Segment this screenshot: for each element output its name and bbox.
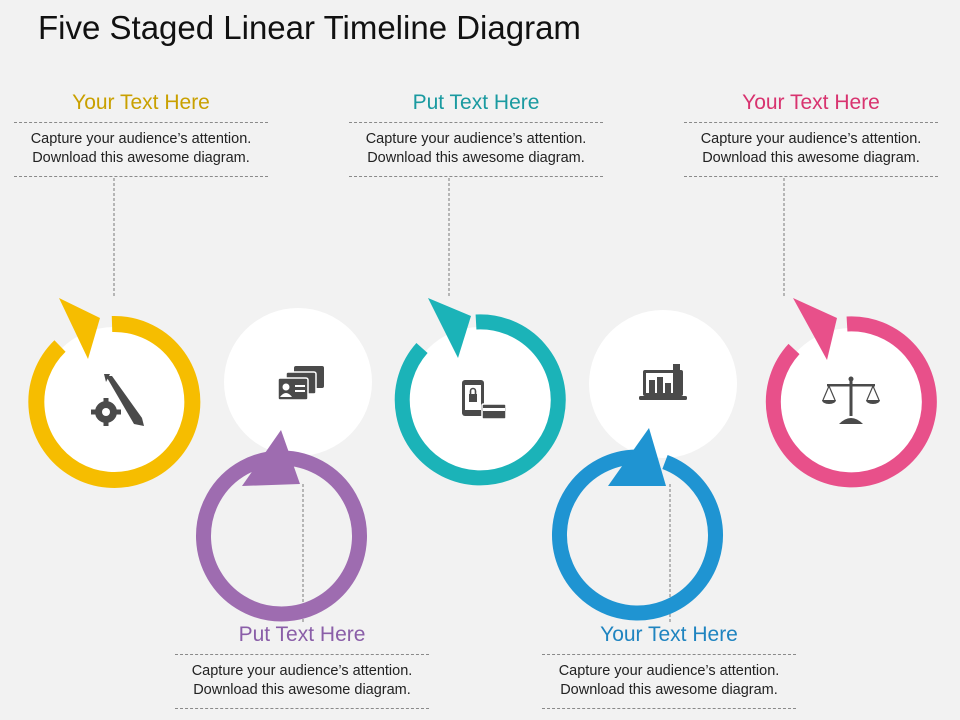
callout-body: Capture your audience’s attention. Downl… (14, 122, 268, 177)
callout-line: Download this awesome diagram. (193, 682, 411, 698)
stage-3 (394, 298, 566, 486)
bar-chart-laptop-icon (639, 364, 687, 400)
stage-3-arrowhead (428, 298, 471, 358)
callout-line: Capture your audience’s attention. (700, 131, 922, 147)
callout-body: Capture your audience’s attention. Downl… (349, 122, 603, 177)
callout-line: Download this awesome diagram. (32, 150, 250, 166)
stage-2 (196, 308, 372, 622)
callout-body: Capture your audience’s attention. Downl… (684, 122, 938, 177)
stage-1-arrowhead (59, 298, 100, 359)
callout-line: Capture your audience’s attention. (30, 131, 252, 147)
stage-4-arrowhead (608, 428, 666, 486)
callout-body: Capture your audience’s attention. Downl… (542, 654, 796, 709)
callout-stage-1: Your Text Here Capture your audience’s a… (14, 90, 268, 177)
stage-3-ring (394, 314, 566, 486)
callout-line: Download this awesome diagram. (560, 682, 778, 698)
stage-2-ring (196, 450, 367, 622)
callout-stage-5: Your Text Here Capture your audience’s a… (684, 90, 938, 177)
callout-heading: Your Text Here (72, 91, 210, 114)
callout-stage-4: Your Text Here Capture your audience’s a… (542, 622, 796, 709)
stage-1-disc (39, 327, 189, 477)
callout-stage-3: Put Text Here Capture your audience’s at… (349, 90, 603, 177)
stage-5-ring (765, 316, 937, 488)
callout-heading: Put Text Here (238, 623, 366, 646)
callout-heading: Put Text Here (412, 91, 540, 114)
callout-line: Capture your audience’s attention. (558, 663, 780, 679)
stage-2-arrowhead (242, 430, 300, 486)
callout-heading: Your Text Here (600, 623, 738, 646)
stage-5 (765, 298, 937, 488)
callout-body: Capture your audience’s attention. Downl… (175, 654, 429, 709)
callout-stage-2: Put Text Here Capture your audience’s at… (175, 622, 429, 709)
stage-1 (28, 298, 201, 488)
balance-scale-icon (822, 376, 880, 424)
stage-1-ring (28, 315, 201, 488)
callout-heading: Your Text Here (742, 91, 880, 114)
callout-line: Download this awesome diagram. (367, 150, 585, 166)
stage-5-arrowhead (793, 298, 837, 360)
gear-wrench-icon (91, 374, 144, 426)
callout-line: Capture your audience’s attention. (191, 663, 413, 679)
callout-line: Capture your audience’s attention. (365, 131, 587, 147)
callout-line: Download this awesome diagram. (702, 150, 920, 166)
page-title: Five Staged Linear Timeline Diagram (38, 9, 581, 46)
id-cards-icon (277, 366, 324, 401)
stage-4-ring (552, 449, 723, 621)
stage-4 (552, 310, 737, 621)
mobile-lock-card-icon (462, 380, 507, 420)
